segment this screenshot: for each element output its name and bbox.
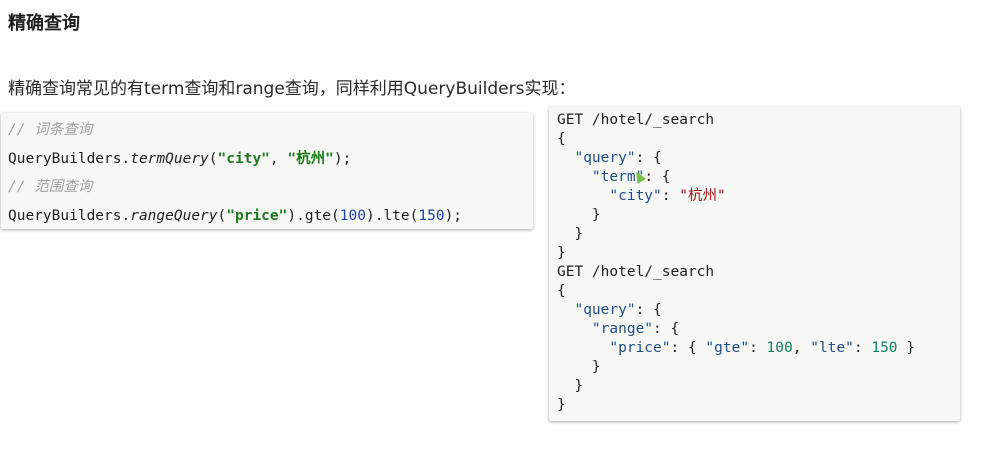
json-string: "杭州" — [679, 188, 726, 204]
json-key: "price" — [609, 340, 671, 356]
dsl-line: } — [557, 225, 583, 244]
json-key: "gte" — [705, 340, 750, 356]
dsl-line: "city": "杭州" — [557, 187, 726, 206]
json-number: 150 — [871, 340, 898, 356]
code-line-range-query: QueryBuilders.rangeQuery("price").gte(10… — [8, 206, 462, 226]
code-token: } — [557, 245, 566, 261]
code-number: 100 — [339, 208, 366, 224]
intro-paragraph: 精确查询常见的有term查询和range查询，同样利用QueryBuilders… — [8, 79, 576, 99]
dsl-line: } — [557, 244, 566, 263]
code-token: { — [557, 283, 566, 299]
json-number: 100 — [766, 340, 793, 356]
code-token: : { — [635, 302, 662, 318]
dsl-line: "term": { — [557, 168, 671, 187]
code-token: ); — [444, 208, 463, 224]
code-token: : { — [635, 150, 662, 166]
json-key: "lte" — [810, 340, 854, 356]
code-token: : — [749, 340, 767, 356]
dsl-line: } — [557, 358, 601, 377]
json-key: "term" — [591, 169, 645, 185]
dsl-line: "query": { — [557, 149, 662, 168]
code-method: rangeQuery — [130, 208, 218, 224]
code-token: } — [591, 359, 601, 375]
code-number: 150 — [418, 208, 445, 224]
code-token: } — [591, 207, 601, 223]
code-token: } — [897, 340, 916, 356]
code-token: : — [661, 188, 680, 204]
json-key: "city" — [609, 188, 662, 204]
code-token: ( — [208, 151, 218, 167]
dsl-line: "range": { — [557, 320, 679, 339]
json-key: "query" — [574, 302, 636, 318]
dsl-line: GET /hotel/_search — [557, 263, 714, 282]
code-token: } — [574, 378, 584, 394]
code-token: QueryBuilders. — [8, 208, 131, 224]
json-key: "query" — [574, 150, 636, 166]
code-line-comment-term: // 词条查询 — [8, 120, 92, 140]
dsl-request-line: GET /hotel/_search — [557, 112, 715, 128]
code-comment: // 词条查询 — [8, 122, 93, 138]
code-string: "price" — [226, 208, 288, 224]
dsl-line: GET /hotel/_search — [557, 111, 714, 130]
dsl-request-line: GET /hotel/_search — [557, 264, 715, 280]
dsl-line: "query": { — [557, 301, 662, 320]
code-method: termQuery — [130, 151, 209, 167]
code-token: , — [269, 151, 288, 167]
code-token: ).gte( — [287, 208, 340, 224]
code-token: : { — [670, 340, 706, 356]
dsl-line: { — [557, 282, 566, 301]
dsl-line: } — [557, 377, 583, 396]
section-title: 精确查询 — [8, 13, 80, 34]
code-line-term-query: QueryBuilders.termQuery("city", "杭州"); — [8, 149, 351, 169]
dsl-line: } — [557, 206, 601, 225]
code-token: , — [792, 340, 811, 356]
json-key: "range" — [591, 321, 654, 337]
code-token: { — [557, 131, 566, 147]
code-token: } — [557, 397, 566, 413]
code-token: ( — [217, 208, 227, 224]
code-token: : { — [644, 169, 671, 185]
java-code-block: // 词条查询 QueryBuilders.termQuery("city", … — [1, 113, 533, 229]
code-token: } — [574, 226, 584, 242]
code-string: "杭州" — [287, 151, 334, 167]
dsl-line: } — [557, 396, 566, 415]
code-token: : { — [653, 321, 680, 337]
dsl-line: "price": { "gte": 100, "lte": 150 } — [557, 339, 915, 358]
code-token: ).lte( — [365, 208, 419, 224]
code-token: ); — [333, 151, 352, 167]
code-string: "city" — [217, 151, 270, 167]
code-line-comment-range: // 范围查询 — [8, 177, 92, 197]
dsl-line: { — [557, 130, 566, 149]
code-token: : — [853, 340, 872, 356]
dsl-code-block: GET /hotel/_search { "query": { "term": … — [549, 107, 960, 421]
code-comment: // 范围查询 — [8, 179, 93, 195]
code-token: QueryBuilders. — [8, 151, 131, 167]
